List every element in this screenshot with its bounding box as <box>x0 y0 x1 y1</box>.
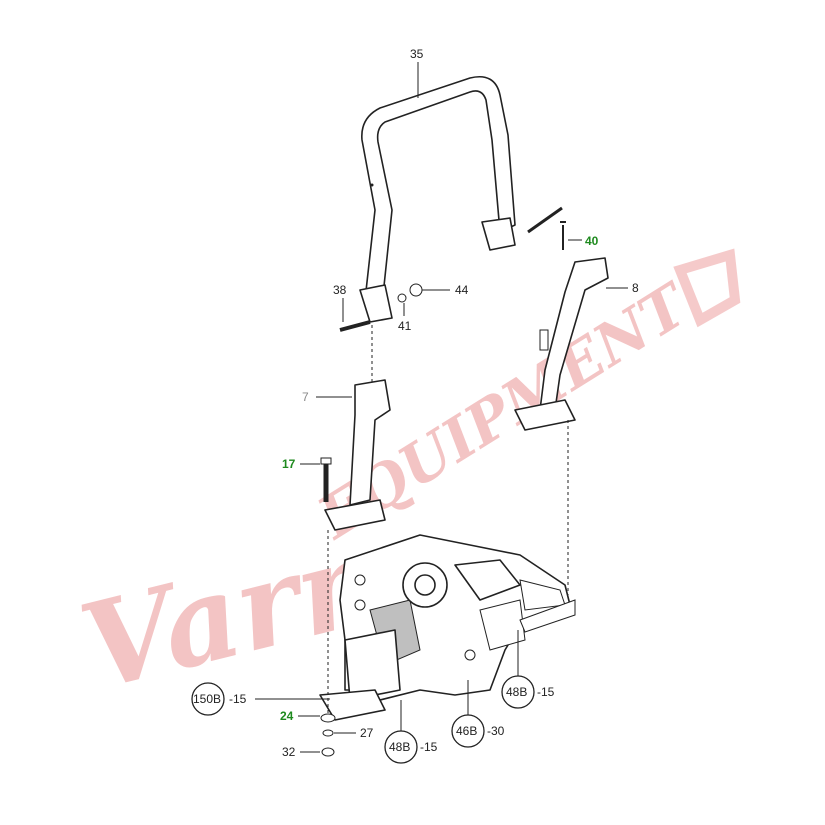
ref-150b-label: 150B <box>193 692 221 706</box>
washer-part-41[interactable] <box>397 293 407 303</box>
ref-48b-right[interactable]: 48B -15 <box>501 675 555 709</box>
callout-27[interactable]: 27 <box>360 726 374 740</box>
leader-lines <box>255 62 628 753</box>
ref-46b[interactable]: 46B -30 <box>451 714 505 748</box>
ref-48b-left-label: 48B <box>389 740 410 754</box>
rops-hoop-part-35[interactable] <box>359 76 516 323</box>
callout-38[interactable]: 38 <box>333 283 347 297</box>
ref-48b-left[interactable]: 48B -15 <box>384 730 438 764</box>
bolt-part-17[interactable] <box>320 457 332 502</box>
transmission-housing[interactable] <box>319 534 576 721</box>
watermark-tractor-shape <box>673 248 741 328</box>
ref-48b-right-qty: -15 <box>537 685 555 699</box>
callout-40[interactable]: 40 <box>585 234 599 248</box>
bolt-part-38[interactable] <box>339 320 371 332</box>
ref-48b-left-qty: -15 <box>420 740 438 754</box>
callout-8[interactable]: 8 <box>632 281 639 295</box>
ref-46b-label: 46B <box>456 724 477 738</box>
callout-24[interactable]: 24 <box>280 709 294 723</box>
left-bracket-part-7[interactable] <box>324 379 391 531</box>
pin-part-40[interactable] <box>527 206 566 250</box>
ref-150b[interactable]: 150B -15 <box>191 682 247 716</box>
callout-41[interactable]: 41 <box>398 319 412 333</box>
nut-part-32[interactable] <box>321 747 335 757</box>
ref-150b-qty: -15 <box>229 692 247 706</box>
nut-part-44[interactable] <box>409 283 423 297</box>
ref-46b-qty: -30 <box>487 724 505 738</box>
right-bracket-part-8[interactable] <box>514 257 609 431</box>
washer-part-27[interactable] <box>322 729 334 737</box>
callout-7[interactable]: 7 <box>302 390 309 404</box>
callout-labels: 35 40 8 38 44 41 7 17 150B -15 24 27 32 … <box>191 47 639 764</box>
callout-17[interactable]: 17 <box>282 457 296 471</box>
callout-44[interactable]: 44 <box>455 283 469 297</box>
ref-48b-right-label: 48B <box>506 685 527 699</box>
callout-35[interactable]: 35 <box>410 47 424 61</box>
callout-32[interactable]: 32 <box>282 745 296 759</box>
assembly-guide-lines <box>327 325 569 715</box>
washer-part-24[interactable] <box>320 713 336 723</box>
